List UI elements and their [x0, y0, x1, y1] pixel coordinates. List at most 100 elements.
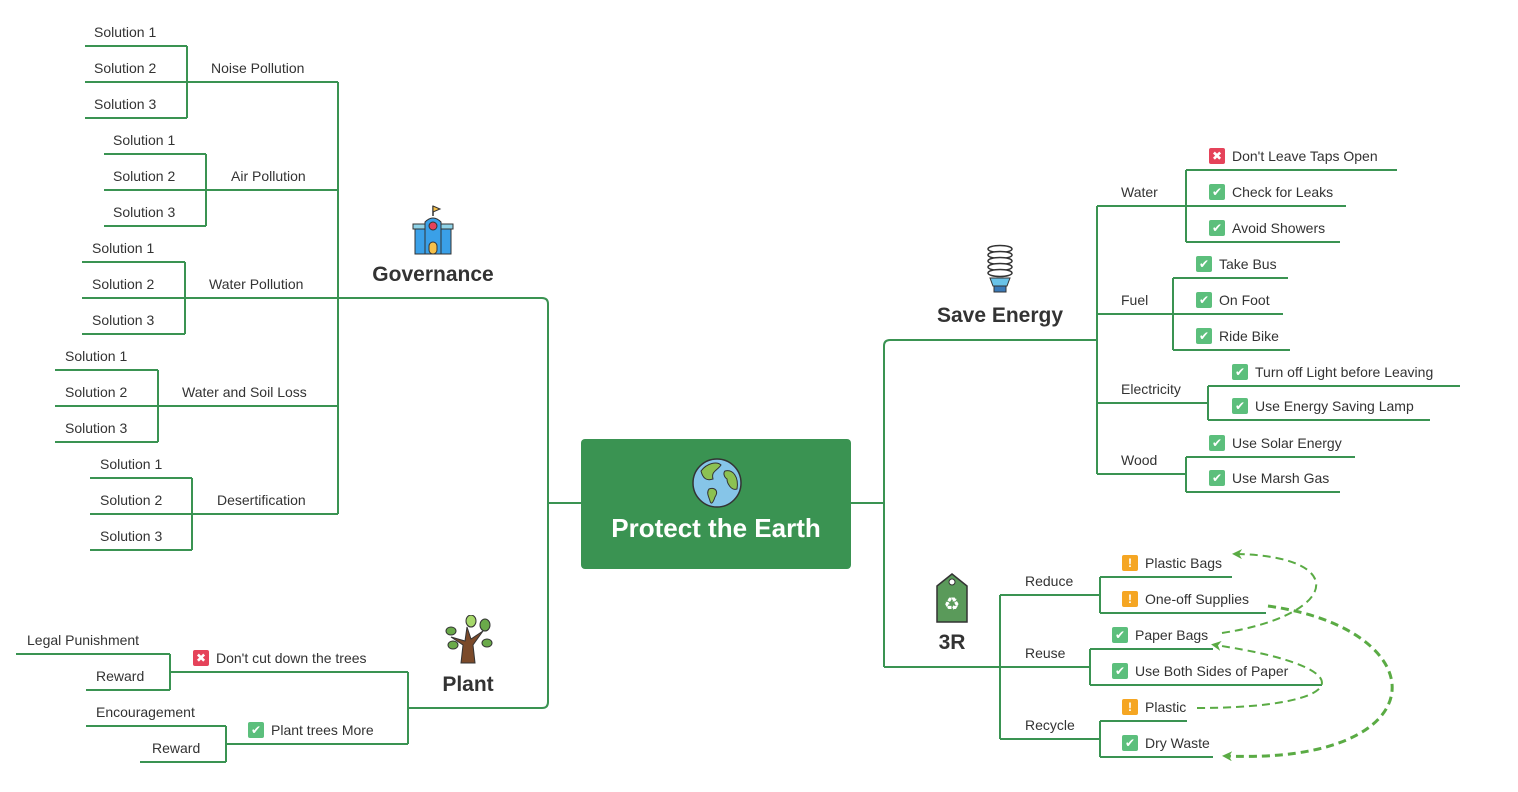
- topic-node[interactable]: ✔On Foot: [1196, 290, 1270, 310]
- plant-branch: [408, 503, 549, 709]
- topic-node[interactable]: Solution 3: [65, 418, 127, 438]
- topic-node[interactable]: Reduce: [1025, 571, 1073, 591]
- topic-label: Ride Bike: [1219, 328, 1279, 344]
- central-topic-title: Protect the Earth: [611, 513, 821, 543]
- topic-node[interactable]: ✔ Avoid Showers: [1209, 218, 1325, 238]
- topic-node[interactable]: Solution 2: [113, 166, 175, 186]
- earth-globe-icon: [692, 458, 742, 508]
- checkbox-checked-icon: ✔: [1209, 220, 1225, 236]
- checkbox-checked-icon: ✔: [1209, 184, 1225, 200]
- relation-arrow-oneoff-drywaste[interactable]: [1222, 604, 1394, 762]
- warning-icon: !: [1122, 591, 1138, 607]
- main-topic-plant[interactable]: Plant: [442, 673, 494, 696]
- topic-label: Dry Waste: [1145, 735, 1210, 751]
- topic-node[interactable]: Desertification: [217, 490, 306, 510]
- topic-node[interactable]: Solution 1: [113, 130, 175, 150]
- topic-node[interactable]: ✖Don't Leave Taps Open: [1209, 146, 1378, 166]
- topic-label: Plastic: [1145, 699, 1187, 715]
- topic-node[interactable]: ✔Plant trees More: [248, 720, 374, 740]
- topic-node[interactable]: !One-off Supplies: [1122, 589, 1249, 609]
- main-topic-governance[interactable]: Governance: [372, 263, 494, 286]
- topic-node[interactable]: Water and Soil Loss: [182, 382, 307, 402]
- governance-branch: [338, 297, 549, 503]
- topic-label: Solution 1: [113, 132, 176, 148]
- topic-label: Use Both Sides of Paper: [1135, 663, 1289, 679]
- topic-node[interactable]: Reward: [152, 738, 200, 758]
- topic-node[interactable]: Noise Pollution: [211, 58, 304, 78]
- topic-label: On Foot: [1219, 292, 1270, 308]
- topic-label: Plastic Bags: [1145, 555, 1223, 571]
- topic-node[interactable]: ✔Take Bus: [1196, 254, 1277, 274]
- topic-node[interactable]: Recycle: [1025, 715, 1075, 735]
- topic-node[interactable]: Encouragement: [96, 702, 195, 722]
- topic-node[interactable]: Solution 1: [100, 454, 162, 474]
- topic-label: Solution 3: [65, 420, 128, 436]
- checkbox-checked-icon: ✔: [1196, 256, 1212, 272]
- relation-arrow-paperbags-plasticbags[interactable]: [1221, 549, 1317, 634]
- topic-node[interactable]: Wood: [1121, 450, 1157, 470]
- topic-label: Reuse: [1025, 645, 1066, 661]
- topic-node[interactable]: Solution 2: [92, 274, 154, 294]
- topic-node[interactable]: Water Pollution: [209, 274, 303, 294]
- light-bulb-icon: [987, 244, 1013, 293]
- topic-node[interactable]: Solution 2: [100, 490, 162, 510]
- topic-label: Reduce: [1025, 573, 1074, 589]
- svg-text:♻: ♻: [944, 594, 960, 615]
- topic-node[interactable]: Water: [1121, 182, 1158, 202]
- topic-node[interactable]: ✔ Use Both Sides of Paper: [1112, 661, 1288, 681]
- topic-node[interactable]: ✔Use Energy Saving Lamp: [1232, 396, 1414, 416]
- topic-node[interactable]: Solution 3: [94, 94, 156, 114]
- checkbox-checked-icon: ✔: [1112, 663, 1128, 679]
- topic-node[interactable]: ✔ Turn off Light before Leaving: [1232, 362, 1433, 382]
- main-topic-3r[interactable]: 3R: [938, 631, 966, 654]
- topic-node[interactable]: Solution 2: [65, 382, 127, 402]
- warning-icon: !: [1122, 555, 1138, 571]
- cross-mark-icon: ✖: [193, 650, 209, 666]
- main-topic-save-energy[interactable]: Save Energy: [936, 304, 1064, 327]
- relation-arrow-plastic-usebothsides[interactable]: [1196, 640, 1323, 709]
- topic-node[interactable]: ✔ Ride Bike: [1196, 326, 1279, 346]
- topic-label: Solution 1: [94, 24, 157, 40]
- topic-node[interactable]: Fuel: [1121, 290, 1148, 310]
- topic-node[interactable]: Solution 3: [92, 310, 154, 330]
- checkbox-checked-icon: ✔: [1122, 735, 1138, 751]
- topic-label: Solution 3: [100, 528, 163, 544]
- topic-node[interactable]: Reward: [96, 666, 144, 686]
- government-building-icon: [412, 205, 454, 255]
- topic-node[interactable]: Solution 1: [94, 22, 156, 42]
- topic-label: Legal Punishment: [27, 632, 140, 648]
- topic-node[interactable]: ✔Use Solar Energy: [1209, 433, 1342, 453]
- checkbox-checked-icon: ✔: [1232, 364, 1248, 380]
- topic-node[interactable]: !Plastic: [1122, 697, 1186, 717]
- topic-node[interactable]: Legal Punishment: [27, 630, 139, 650]
- topic-label: Solution 1: [100, 456, 163, 472]
- central-topic[interactable]: Protect the Earth: [581, 439, 851, 569]
- topic-node[interactable]: ✔ Paper Bags: [1112, 625, 1208, 645]
- tree-icon: [445, 615, 493, 664]
- topic-label: Use Solar Energy: [1232, 435, 1342, 451]
- topic-node[interactable]: Electricity: [1121, 379, 1181, 399]
- topic-node[interactable]: ✔ Dry Waste: [1122, 733, 1210, 753]
- checkbox-checked-icon: ✔: [1112, 627, 1128, 643]
- topic-node[interactable]: Solution 1: [92, 238, 154, 258]
- topic-node[interactable]: Reuse: [1025, 643, 1065, 663]
- topic-node[interactable]: Solution 3: [100, 526, 162, 546]
- topic-label: Solution 2: [94, 60, 157, 76]
- topic-label: Paper Bags: [1135, 627, 1209, 643]
- topic-node[interactable]: Solution 1: [65, 346, 127, 366]
- checkbox-checked-icon: ✔: [1196, 328, 1212, 344]
- topic-label: Use Marsh Gas: [1232, 470, 1330, 486]
- topic-node[interactable]: Air Pollution: [231, 166, 306, 186]
- topic-label: Solution 2: [92, 276, 155, 292]
- topic-label: Recycle: [1025, 717, 1075, 733]
- topic-node[interactable]: ✔Use Marsh Gas: [1209, 468, 1329, 488]
- topic-node[interactable]: ✔Check for Leaks: [1209, 182, 1333, 202]
- topic-node[interactable]: Solution 3: [113, 202, 175, 222]
- topic-node[interactable]: Solution 2: [94, 58, 156, 78]
- topic-label: Avoid Showers: [1232, 220, 1326, 236]
- topic-label: Solution 2: [65, 384, 128, 400]
- topic-node[interactable]: ✖Don't cut down the trees: [193, 648, 367, 668]
- save-energy-branch: [883, 339, 1097, 503]
- topic-node[interactable]: ! Plastic Bags: [1122, 553, 1222, 573]
- topic-label: Turn off Light before Leaving: [1255, 364, 1434, 380]
